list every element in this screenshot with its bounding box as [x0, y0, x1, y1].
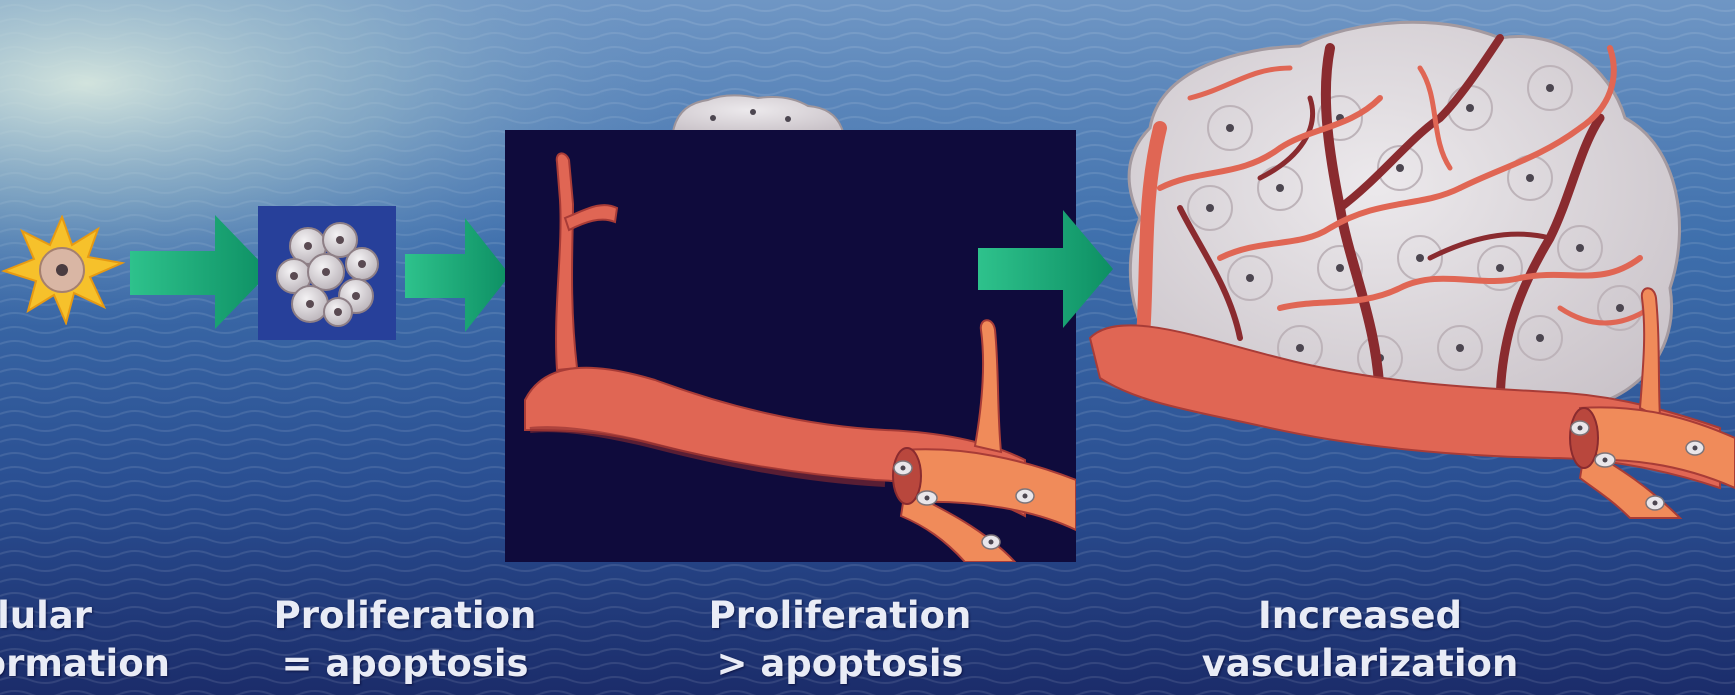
stage-label-line2: > apoptosis: [690, 640, 990, 688]
stage-label-increased-vascularization: Increased vascularization: [1180, 592, 1540, 688]
stage-label-proliferation-greater: Proliferation > apoptosis: [690, 592, 990, 688]
stage-label-line1: Increased: [1180, 592, 1540, 640]
arrow-icon: [405, 218, 510, 333]
stage-label-line1: Proliferation: [690, 592, 990, 640]
stage-label-line1: Proliferation: [255, 592, 555, 640]
tumor-top-illustration: [668, 92, 848, 132]
stage-label-proliferation-equal: Proliferation = apoptosis: [255, 592, 555, 688]
vascularized-tumor-illustration: [1080, 8, 1735, 568]
stage-label-line2: = apoptosis: [255, 640, 555, 688]
stage-label-line2: vascularization: [1180, 640, 1540, 688]
stage-label-cellular-transformation: llular ormation: [0, 592, 170, 688]
transformed-cell-illustration: [0, 215, 130, 325]
stage-label-line2: ormation: [0, 640, 170, 688]
cell-cluster-panel: [258, 206, 396, 340]
vessel-sprouting-panel: [505, 130, 1076, 562]
stage-label-line1: llular: [0, 592, 170, 640]
arrow-icon: [130, 215, 270, 330]
